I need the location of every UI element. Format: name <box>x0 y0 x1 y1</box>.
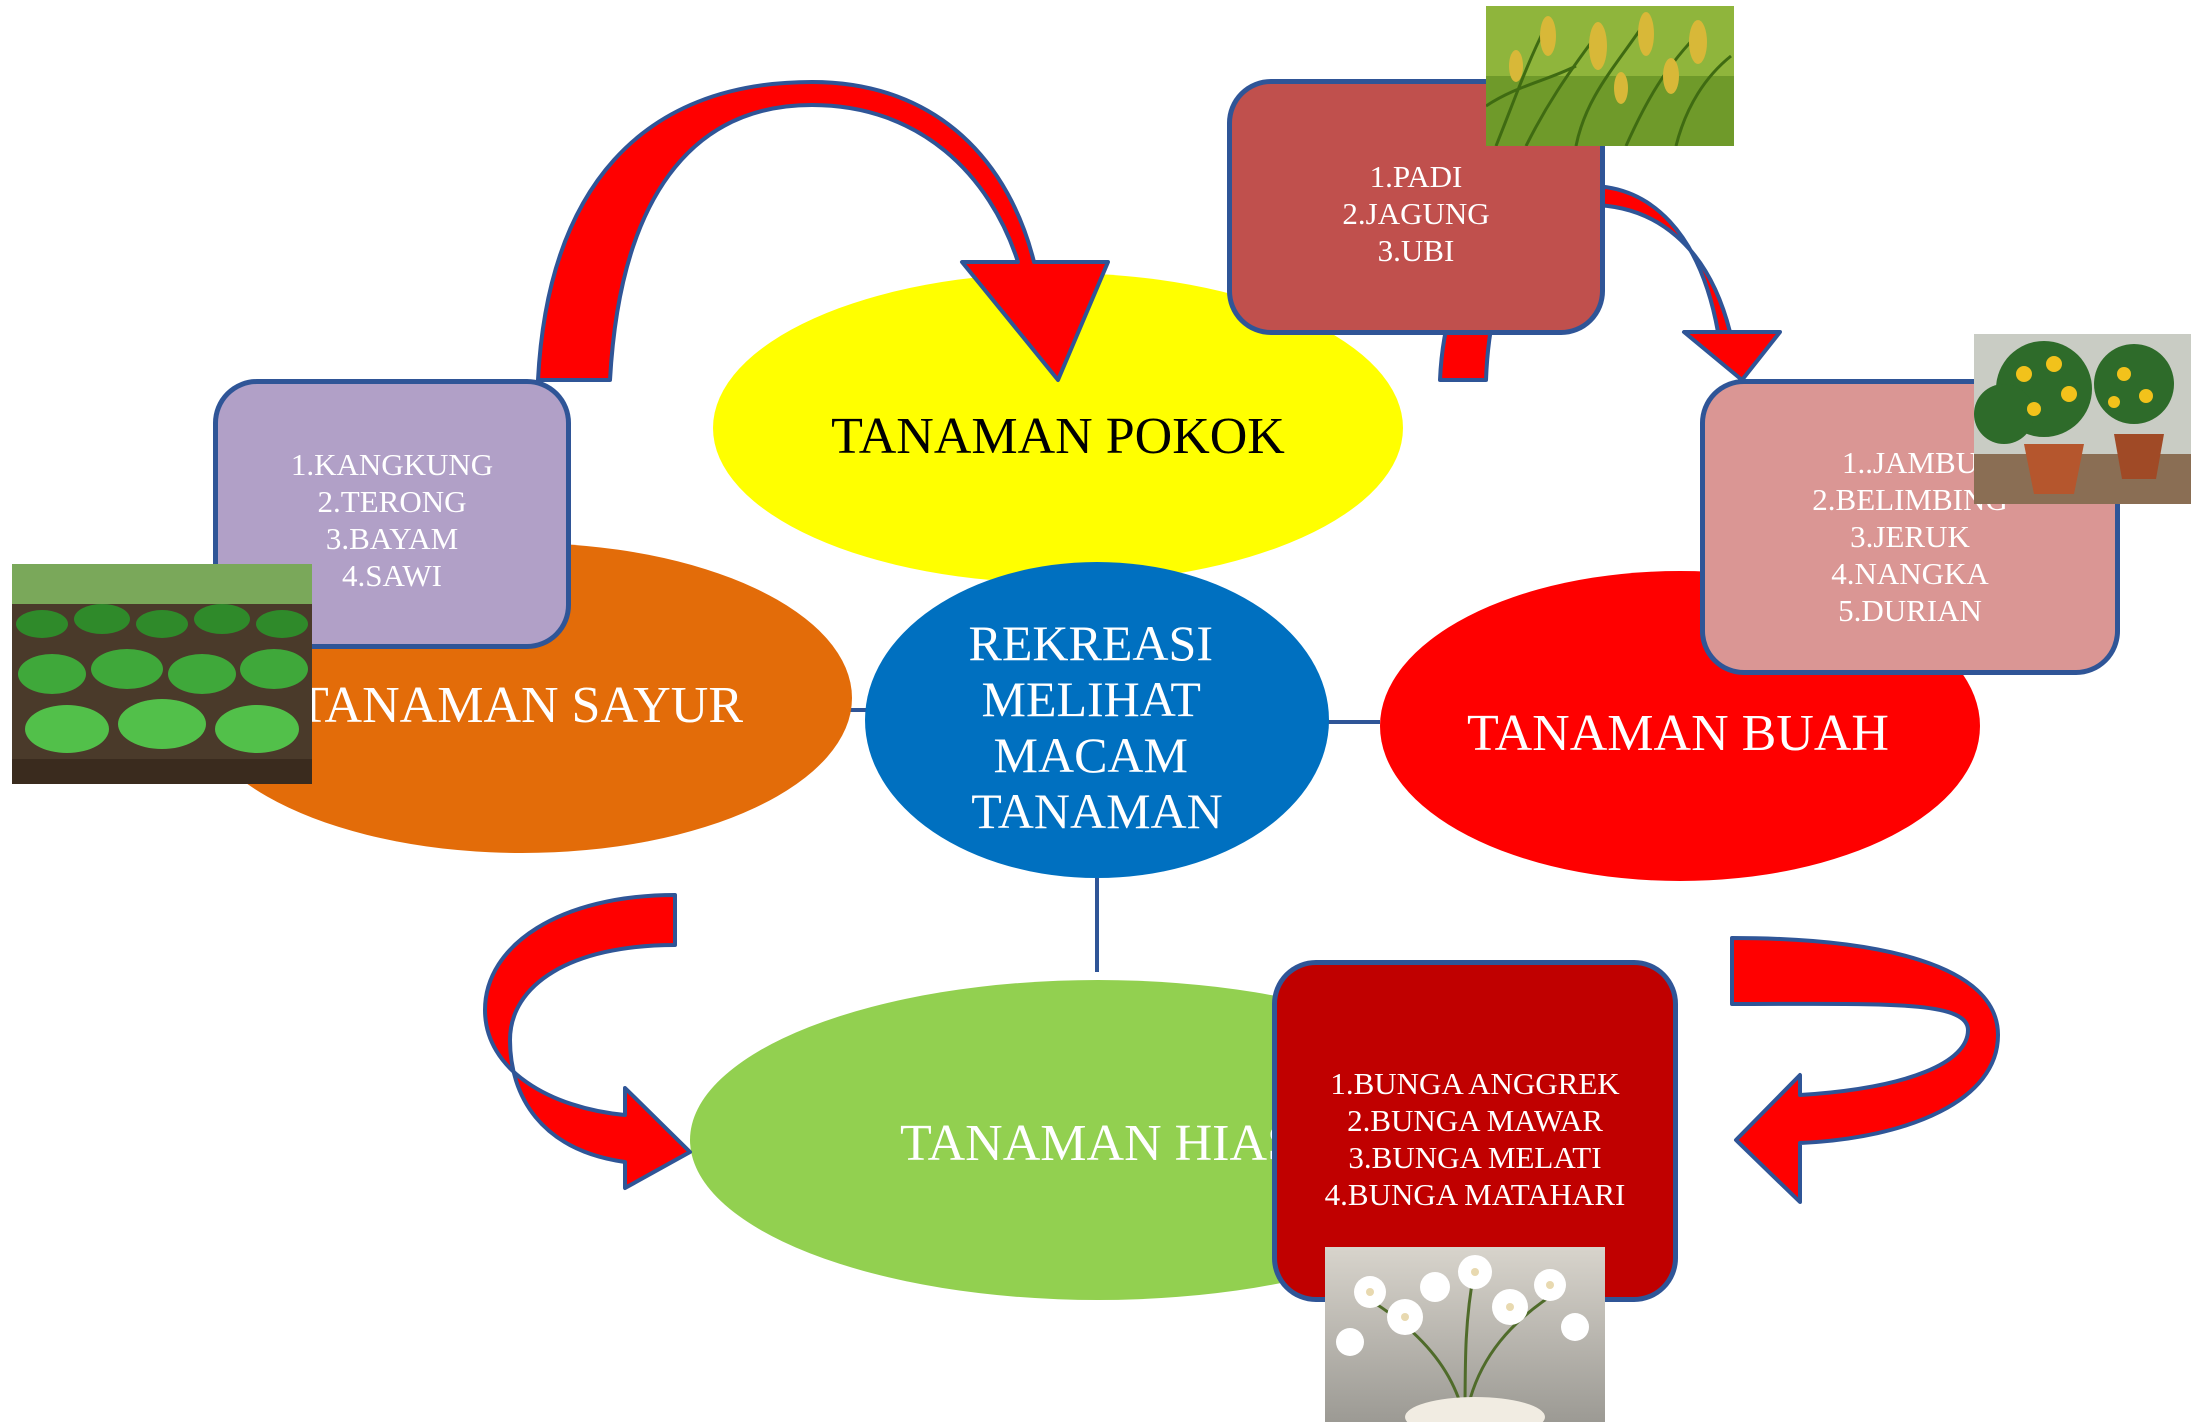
list-item: 3.BUNGA MELATI <box>1348 1140 1602 1175</box>
list-item: 1.PADI <box>1369 159 1463 194</box>
center-label-line: REKREASI <box>969 615 1213 671</box>
vegetable-field-photo <box>12 564 312 784</box>
white-orchid-photo <box>1325 1247 1605 1422</box>
list-item: 2.JAGUNG <box>1342 196 1490 231</box>
list-item: 2.TERONG <box>317 484 467 519</box>
label-tanaman-buah: TANAMAN BUAH <box>1467 705 1889 762</box>
list-item: 1..JAMBU <box>1841 445 1979 480</box>
potted-orange-tree-photo <box>1974 334 2191 504</box>
center-label-line: TANAMAN <box>971 783 1223 839</box>
list-box-tanaman-hias: 1.BUNGA ANGGREK 2.BUNGA MAWAR 3.BUNGA ME… <box>1272 960 1678 1302</box>
center-label: REKREASI MELIHAT MACAM TANAMAN <box>969 615 1226 839</box>
curved-arrow-sayur-to-pokok <box>536 80 1110 382</box>
list-item: 3.BAYAM <box>325 521 459 556</box>
list-item: 3.JERUK <box>1850 519 1970 554</box>
list-item: 3.UBI <box>1377 233 1455 268</box>
oval-tanaman-pokok <box>713 273 1403 583</box>
list-item: 4.SAWI <box>342 558 442 593</box>
list-item: 1.KANGKUNG <box>290 447 494 482</box>
list-item: 2.BUNGA MAWAR <box>1347 1103 1603 1138</box>
label-tanaman-pokok: TANAMAN POKOK <box>831 408 1285 465</box>
curved-arrow-left-to-hias <box>483 893 692 1190</box>
oval-center <box>865 562 1329 878</box>
label-tanaman-sayur: TANAMAN SAYUR <box>297 677 743 734</box>
rice-plant-photo <box>1486 6 1734 146</box>
list-item: 1.BUNGA ANGGREK <box>1330 1066 1620 1101</box>
list-item: 4.BUNGA MATAHARI <box>1324 1177 1626 1212</box>
center-label-line: MACAM <box>994 727 1188 783</box>
list-item: 5.DURIAN <box>1838 593 1982 628</box>
center-label-line: MELIHAT <box>981 671 1200 727</box>
curved-arrow-right-to-hias <box>1730 936 2000 1204</box>
list-item: 4.NANGKA <box>1831 556 1989 591</box>
label-tanaman-hias: TANAMAN HIAS <box>900 1115 1296 1172</box>
